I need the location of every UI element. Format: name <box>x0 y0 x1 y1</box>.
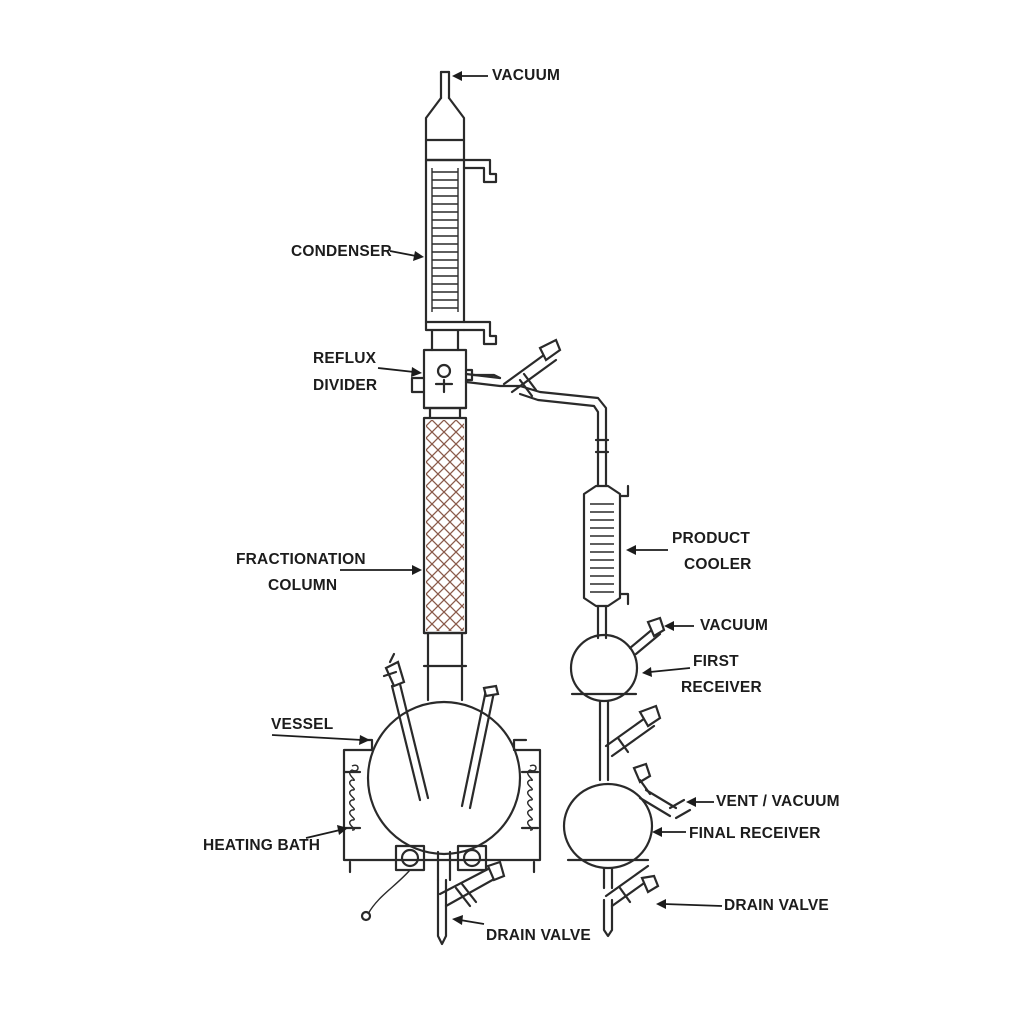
final-receiver <box>562 762 692 938</box>
label-fractionation: FRACTIONATION <box>236 551 366 568</box>
label-vacuum-right: VACUUM <box>700 617 768 634</box>
heating-bath <box>342 738 542 922</box>
label-drain-valve-right: DRAIN VALVE <box>724 897 829 914</box>
label-product: PRODUCT <box>672 530 750 547</box>
label-column: COLUMN <box>268 577 337 594</box>
column-assembly <box>410 70 502 702</box>
label-first: FIRST <box>693 653 739 670</box>
label-divider: DIVIDER <box>313 377 377 394</box>
label-reflux: REFLUX <box>313 350 377 367</box>
product-cooler <box>582 484 630 640</box>
take-off-line <box>464 338 610 488</box>
first-receiver <box>569 616 666 782</box>
label-receiver: RECEIVER <box>681 679 762 696</box>
label-arrows <box>271 71 723 925</box>
label-drain-valve-left: DRAIN VALVE <box>486 927 591 944</box>
label-vent-vacuum: VENT / VACUUM <box>716 793 840 810</box>
label-vacuum-top: VACUUM <box>492 67 560 84</box>
label-cooler: COOLER <box>684 556 752 573</box>
labels: VACUUM CONDENSER REFLUX DIVIDER FRACTION… <box>203 67 840 944</box>
label-heating-bath: HEATING BATH <box>203 837 320 854</box>
label-vessel: VESSEL <box>271 716 333 733</box>
condenser-coil <box>431 168 459 312</box>
label-final-receiver: FINAL RECEIVER <box>689 825 821 842</box>
take-off-stopcock <box>502 338 562 398</box>
column-packing <box>426 420 464 631</box>
label-condenser: CONDENSER <box>291 243 392 260</box>
vessel <box>366 652 522 946</box>
